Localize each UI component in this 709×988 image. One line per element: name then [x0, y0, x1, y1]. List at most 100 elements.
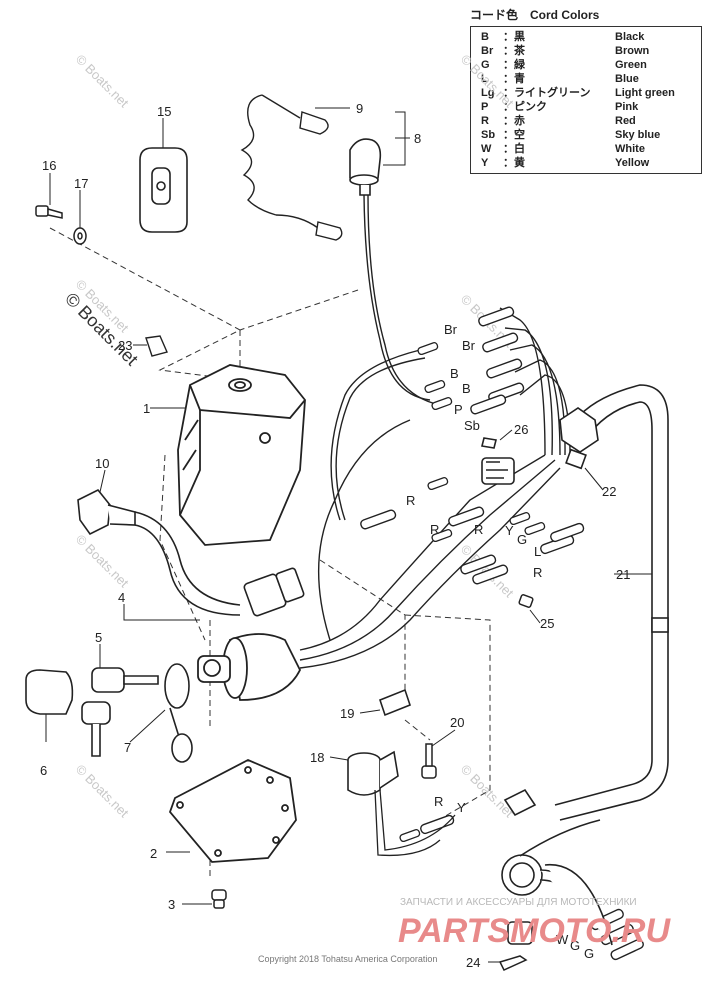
harness-bundle — [554, 384, 669, 821]
legend-en: Blue — [615, 73, 639, 85]
part-label: 19 — [340, 706, 354, 721]
legend-code: R — [481, 115, 489, 127]
part-label: 21 — [616, 567, 630, 582]
legend-jp: ：青 — [503, 73, 525, 85]
wire-code: R — [474, 522, 483, 537]
legend-jp: ：ピンク — [503, 101, 547, 113]
legend-jp: ：空 — [503, 129, 525, 141]
legend-row: L ：青 Blue — [481, 73, 639, 86]
screw-part — [35, 205, 63, 219]
wire-code: R — [430, 522, 439, 537]
harness-grommet — [559, 407, 599, 470]
lanyard-cord — [240, 94, 343, 241]
clip-25 — [518, 594, 534, 608]
part-label: 7 — [124, 740, 131, 755]
legend-row: Sb ：空 Sky blue — [481, 129, 660, 142]
wire-code: G — [570, 938, 580, 953]
part-label: 4 — [118, 590, 125, 605]
pin-terminals — [399, 342, 546, 843]
wire-code: G — [584, 946, 594, 961]
remote-control-box — [177, 364, 306, 546]
part-label: 1 — [143, 401, 150, 416]
legend-code: L — [481, 73, 488, 85]
watermark: © Boats.net — [73, 762, 132, 821]
part-leaders — [45, 107, 652, 963]
part-label: 8 — [414, 131, 421, 146]
legend-title: コード色 Cord Colors — [470, 8, 600, 22]
main-harness-connector — [501, 788, 613, 946]
washer-part — [73, 227, 87, 245]
legend-en: White — [615, 143, 645, 155]
watermark: © Boats.net — [73, 52, 132, 111]
bullet-connectors — [360, 306, 644, 961]
wire-code: G — [517, 532, 527, 547]
legend-jp: ：黄 — [503, 157, 525, 169]
legend-en: Black — [615, 31, 645, 43]
legend-jp: ：茶 — [503, 45, 525, 57]
watermark: © Boats.net — [73, 532, 132, 591]
part-label: 10 — [95, 456, 109, 471]
legend-code: G — [481, 59, 490, 71]
copyright-text: Copyright 2018 Tohatsu America Corporati… — [258, 954, 437, 964]
wire-color-labels: Br Br B B P Sb R R R Y G L R R Y W G G — [406, 322, 594, 961]
wire-code: L — [534, 544, 541, 559]
part-label: 20 — [450, 715, 464, 730]
wire-code: R — [533, 565, 542, 580]
wire-code: B — [462, 381, 471, 396]
legend-code: Y — [481, 157, 489, 169]
wire-code: Sb — [464, 418, 480, 433]
legend-row: R ：赤 Red — [481, 115, 636, 128]
legend-jp: ：緑 — [503, 59, 525, 71]
wire-code: B — [450, 366, 459, 381]
wire-code: R — [406, 493, 415, 508]
legend-code: W — [481, 143, 492, 155]
part-label: 22 — [602, 484, 616, 499]
legend-code: P — [481, 101, 489, 113]
wire-coupler — [243, 567, 305, 617]
legend-en: Brown — [615, 45, 650, 57]
legend-jp: ：黒 — [503, 31, 525, 43]
brand-tagline: ЗАПЧАСТИ И АКСЕССУАРЫ ДЛЯ МОТОТЕХНИКИ — [400, 897, 637, 908]
part-number-labels: 15 16 17 9 8 23 1 10 4 5 6 7 2 3 18 19 2… — [40, 101, 630, 970]
part-label: 23 — [118, 338, 132, 353]
legend-row: G ：緑 Green — [481, 59, 647, 72]
stop-switch — [349, 138, 382, 196]
ignition-key — [81, 667, 159, 757]
part-label: 2 — [150, 846, 157, 861]
legend-en: Light green — [615, 87, 675, 99]
part-label: 26 — [514, 422, 528, 437]
legend-en: Yellow — [615, 157, 650, 169]
part-label: 6 — [40, 763, 47, 778]
legend-en: Green — [615, 59, 647, 71]
legend-en: Sky blue — [615, 129, 661, 141]
legend-code: Sb — [481, 129, 496, 141]
part-label: 15 — [157, 104, 171, 119]
part-label: 24 — [466, 955, 480, 970]
plate-screw — [211, 889, 227, 909]
wire-code: Y — [457, 800, 466, 815]
bracket-screw — [421, 743, 437, 779]
part-label: 25 — [540, 616, 554, 631]
buzzer-part — [347, 750, 399, 796]
part-label: 18 — [310, 750, 324, 765]
legend-en: Red — [615, 115, 636, 127]
legend-jp: ：白 — [503, 143, 525, 155]
wire-code: R — [434, 794, 443, 809]
ignition-switch — [197, 633, 302, 701]
part-label: 9 — [356, 101, 363, 116]
legend-jp: ：ライトグリーン — [503, 87, 591, 99]
legend-row: Y ：黄 Yellow — [481, 157, 649, 170]
legend-row: Br ：茶 Brown — [481, 45, 649, 58]
wire-code: Y — [505, 523, 514, 538]
key-cap — [25, 669, 74, 715]
part-label: 16 — [42, 158, 56, 173]
switch-cap — [164, 663, 193, 763]
legend-code: Br — [481, 45, 494, 57]
part-label: 3 — [168, 897, 175, 912]
wire-code: Br — [462, 338, 476, 353]
watermark: © Boats.net — [458, 762, 517, 821]
legend-jp: ：赤 — [503, 115, 525, 127]
